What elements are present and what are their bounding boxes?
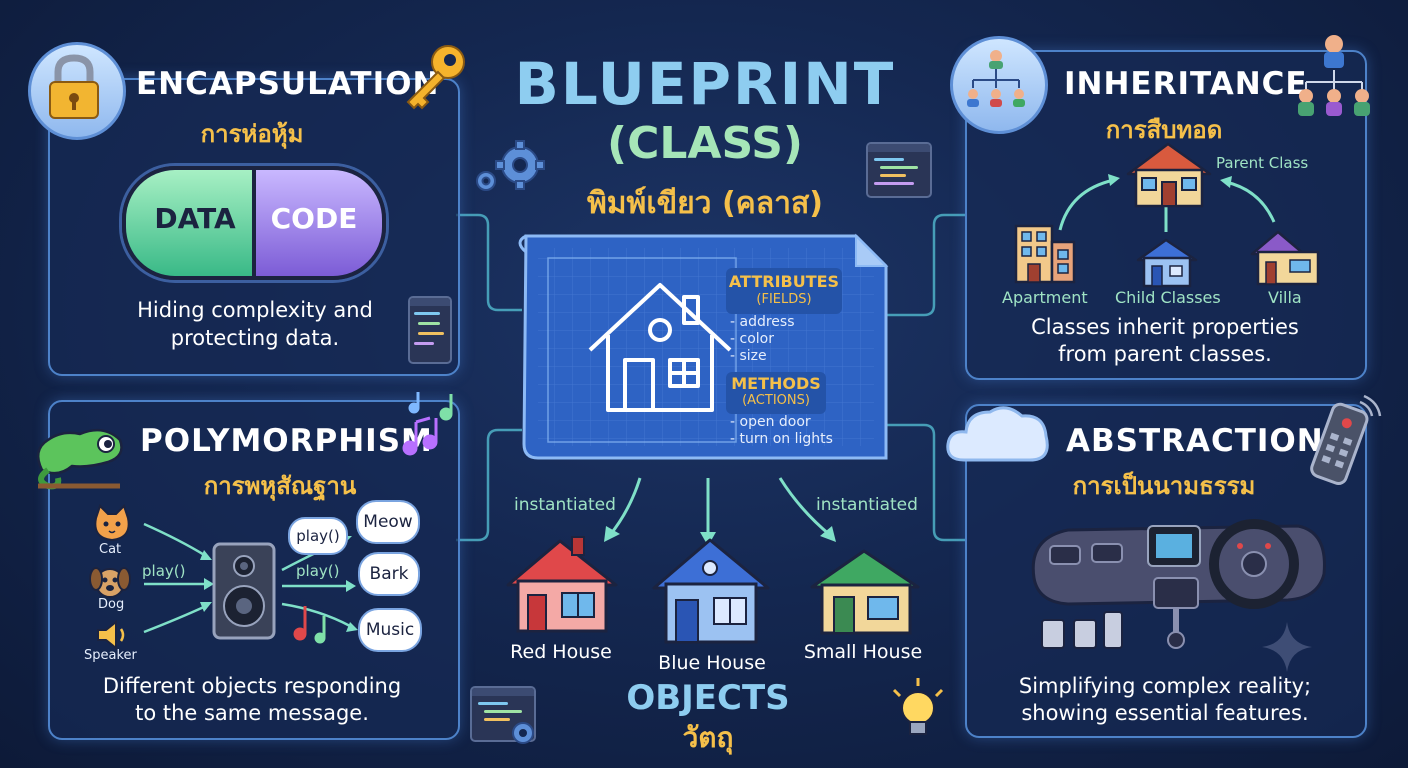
apartment-label: Apartment xyxy=(1002,288,1088,307)
padlock-icon xyxy=(49,54,99,119)
abstraction-title: ABSTRACTION xyxy=(1066,423,1324,459)
dog-icon xyxy=(89,567,131,598)
capsule-pill xyxy=(122,166,386,280)
instantiated-label-right: instantiated xyxy=(816,495,918,515)
encapsulation-title: ENCAPSULATION xyxy=(136,66,440,102)
small-house-icon xyxy=(810,549,920,635)
polymorphism-desc-line1: Different objects responding xyxy=(102,674,402,698)
method-open-door: - open door xyxy=(730,414,811,430)
child-house-icon xyxy=(1136,238,1198,288)
car-dashboard-icon xyxy=(1031,519,1326,649)
code-window-icon xyxy=(866,142,932,198)
inheritance-desc-line1: Classes inherit properties xyxy=(1031,315,1299,339)
capsule-data-label: DATA xyxy=(154,202,236,235)
polymorphism-thai-title: การพหุสัณฐาน xyxy=(203,472,357,500)
cat-icon xyxy=(94,504,130,542)
capsule-code-label: CODE xyxy=(270,202,358,235)
abstraction-thai-title: การเป็นนามธรรม xyxy=(1072,472,1256,500)
speaker-label: Speaker xyxy=(84,648,137,663)
lightbulb-icon xyxy=(892,678,944,735)
villa-icon xyxy=(1250,230,1320,286)
music-bubble: Music xyxy=(358,608,422,652)
gear-icon xyxy=(476,140,545,191)
remote-control-icon xyxy=(1310,394,1382,485)
small-house-label: Small House xyxy=(803,641,923,663)
family-tree-icon xyxy=(1298,35,1370,116)
method-turn-on-lights: - turn on lights xyxy=(730,431,833,447)
instantiated-label-left: instantiated xyxy=(514,495,616,515)
attributes-title-box xyxy=(726,268,842,314)
blueprint-thai-title: พิมพ์เขียว (คลาส) xyxy=(587,186,823,221)
red-house-icon xyxy=(506,536,618,633)
gear-icon xyxy=(512,722,534,744)
dog-label: Dog xyxy=(98,597,125,612)
attribute-color: - color xyxy=(730,331,774,347)
hierarchy-badge xyxy=(950,36,1048,134)
inheritance-desc-line2: from parent classes. xyxy=(1058,342,1272,366)
blueprint-title: BLUEPRINT xyxy=(514,50,896,118)
polymorphism-desc-line2: to the same message. xyxy=(135,701,369,725)
polymorphism-title: POLYMORPHISM xyxy=(140,423,433,459)
parent-class-label: Parent Class xyxy=(1216,154,1309,172)
play-call-bubble: play() xyxy=(288,517,348,555)
attributes-title: ATTRIBUTES xyxy=(728,272,840,291)
apartment-icon xyxy=(1014,224,1076,284)
code-window-icon xyxy=(408,296,452,364)
play-call-right: play() xyxy=(296,562,340,580)
sparkle-icon xyxy=(1262,622,1312,672)
inheritance-title: INHERITANCE xyxy=(1064,66,1308,102)
house-blueprint-icon xyxy=(588,283,732,412)
key-icon xyxy=(406,45,465,110)
blue-house-label: Blue House xyxy=(658,652,766,674)
methods-title-box xyxy=(726,372,826,414)
music-notes-icon xyxy=(402,392,453,456)
meow-bubble: Meow xyxy=(356,500,420,544)
objects-title: OBJECTS xyxy=(626,678,790,718)
speaker-icon xyxy=(97,619,125,651)
villa-label: Villa xyxy=(1268,288,1302,307)
blue-house-icon xyxy=(652,538,770,644)
attributes-subtitle: (FIELDS) xyxy=(756,292,812,307)
encapsulation-desc-line2: protecting data. xyxy=(170,326,340,350)
chameleon-icon xyxy=(36,428,123,490)
cat-label: Cat xyxy=(99,542,122,557)
music-note-icon xyxy=(293,606,326,644)
parent-house-icon xyxy=(1126,142,1212,208)
class-subtitle: (CLASS) xyxy=(606,118,803,169)
methods-title: METHODS xyxy=(731,374,821,393)
red-house-label: Red House xyxy=(510,641,612,663)
child-classes-label: Child Classes xyxy=(1115,288,1221,307)
abstraction-desc-line1: Simplifying complex reality; xyxy=(1018,674,1312,698)
inheritance-thai-title: การสืบทอด xyxy=(1105,116,1223,144)
encapsulation-thai-title: การห่อหุ้ม xyxy=(200,120,304,148)
bark-bubble: Bark xyxy=(358,552,420,596)
cloud-icon xyxy=(946,406,1049,462)
attribute-size: - size xyxy=(730,348,767,364)
methods-subtitle: (ACTIONS) xyxy=(742,393,810,408)
abstraction-desc-line2: showing essential features. xyxy=(1021,701,1309,725)
encapsulation-desc-line1: Hiding complexity and xyxy=(137,298,373,322)
play-call-left: play() xyxy=(142,562,186,580)
hierarchy-icon xyxy=(967,50,1025,107)
objects-thai-title: วัตถุ xyxy=(682,721,734,754)
attribute-address: - address xyxy=(730,314,795,330)
loudspeaker-icon xyxy=(212,542,276,640)
